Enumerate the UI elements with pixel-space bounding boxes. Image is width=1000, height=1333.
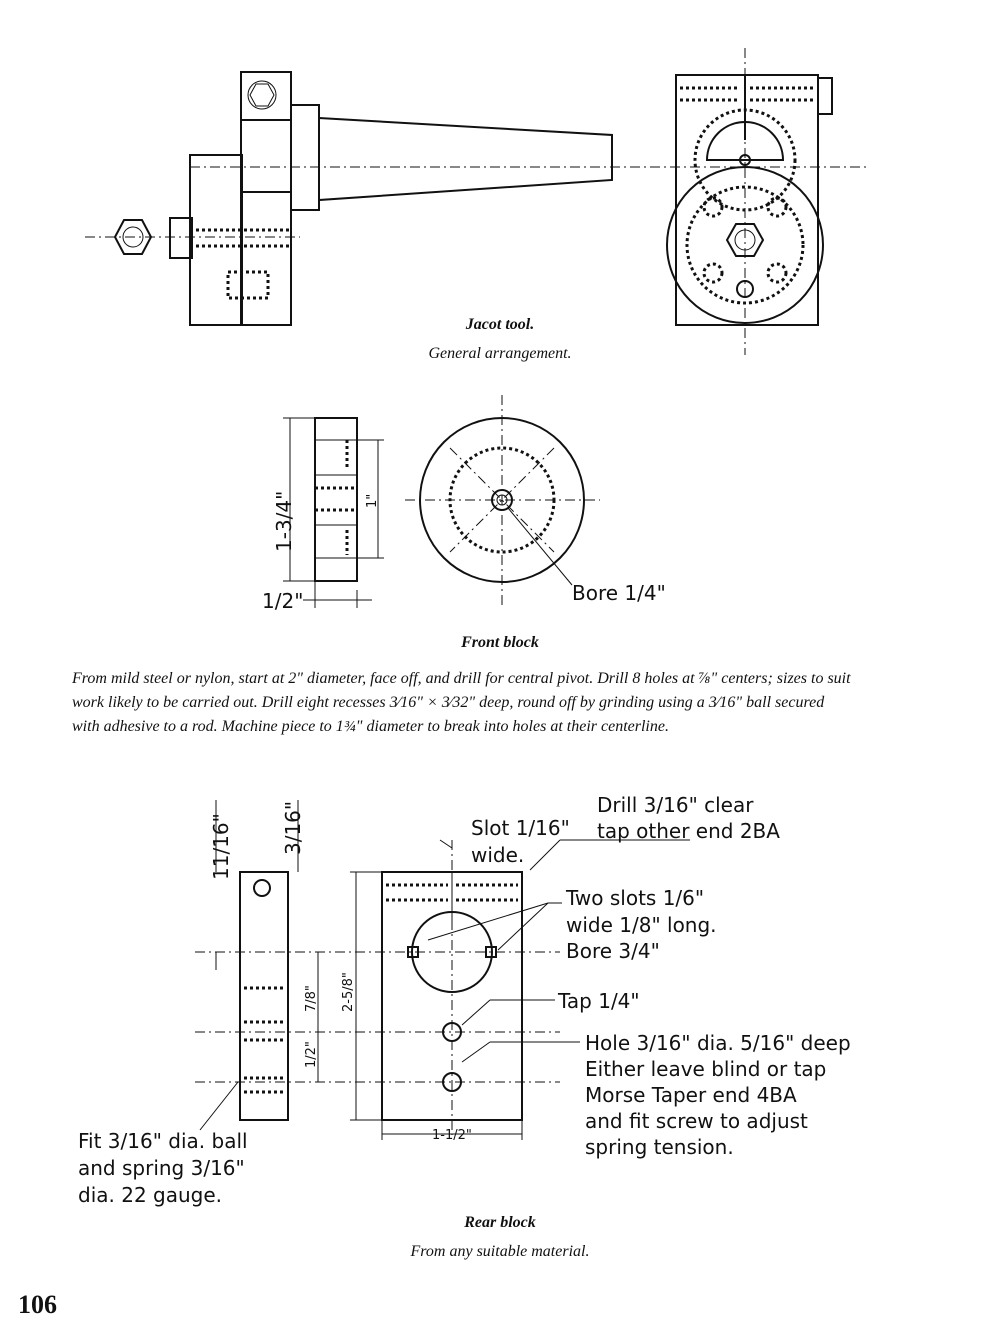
front-bore-label: Bore 1/4" — [572, 581, 666, 605]
fit-label-1: Fit 3/16" dia. ball — [78, 1129, 248, 1153]
front-caption-title: Front block — [461, 634, 539, 651]
front-dim-small: 1" — [365, 494, 380, 508]
hole-label-5: spring tension. — [585, 1135, 734, 1159]
jacot-end-view — [666, 48, 833, 355]
rear-dim-1-1-2: 1-1/2" — [432, 1128, 472, 1143]
two-slots-label-2: wide 1/8" long. — [566, 913, 717, 937]
tap-label: Tap 1/4" — [557, 989, 640, 1013]
front-dim-width: 1/2" — [262, 589, 303, 613]
hole-label-1: Hole 3/16" dia. 5/16" deep — [585, 1031, 851, 1055]
jacot-caption-title: Jacot tool. — [465, 316, 535, 333]
drill-label-1: Drill 3/16" clear — [597, 793, 754, 817]
hole-label-2: Either leave blind or tap — [585, 1057, 826, 1081]
fit-label-3: dia. 22 gauge. — [78, 1183, 222, 1207]
front-block-drawing — [283, 395, 600, 608]
rear-dim-3-16: 3/16" — [281, 801, 305, 855]
fit-label-2: and spring 3/16" — [78, 1156, 245, 1180]
front-description: From mild steel or nylon, start at 2" di… — [72, 670, 851, 735]
rear-dim-2-5-8: 2-5/8" — [341, 972, 356, 1012]
page-number: 106 — [18, 1290, 57, 1319]
hole-label-3: Morse Taper end 4BA — [585, 1083, 797, 1107]
drill-label-2: tap other end 2BA — [597, 819, 780, 843]
rear-caption-title: Rear block — [464, 1214, 536, 1231]
hole-label-4: and fit screw to adjust — [585, 1109, 808, 1133]
rear-dim-7-8: 7/8" — [304, 985, 319, 1012]
slot-label-2: wide. — [471, 843, 524, 867]
slot-label-1: Slot 1/16" — [471, 816, 570, 840]
rear-caption-sub: From any suitable material. — [410, 1243, 590, 1260]
front-dim-height: 1-3/4" — [272, 491, 296, 552]
rear-dim-11-16: 11/16" — [209, 813, 233, 880]
rear-block-drawing — [195, 800, 690, 1140]
two-slots-label-1: Two slots 1/6" — [565, 886, 704, 910]
rear-dim-1-2: 1/2" — [304, 1041, 319, 1068]
two-slots-label-3: Bore 3/4" — [566, 939, 660, 963]
jacot-caption-sub: General arrangement. — [428, 345, 572, 362]
